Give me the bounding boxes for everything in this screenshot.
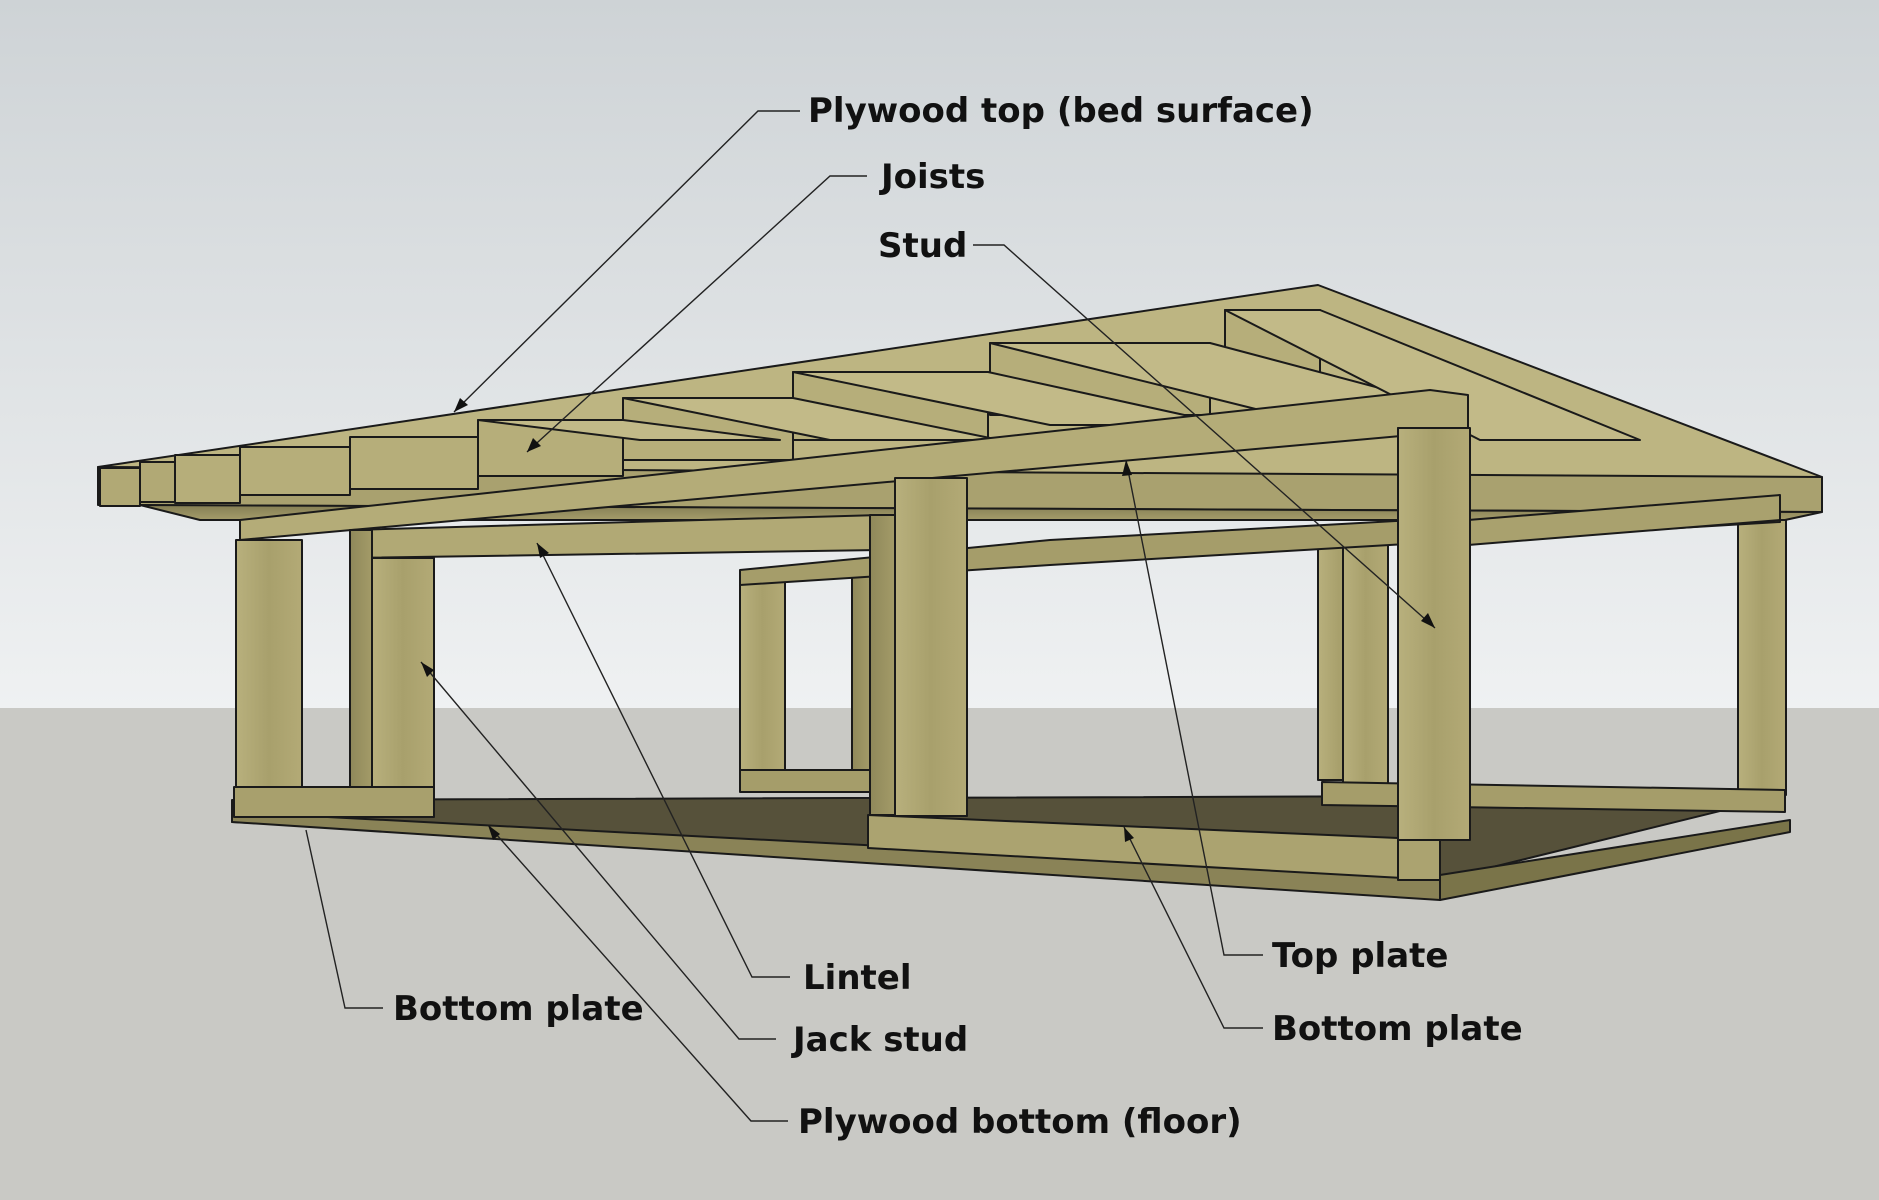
label-lintel: Lintel bbox=[803, 958, 912, 998]
label-bottom-plate-left: Bottom plate bbox=[393, 989, 644, 1029]
left-bottom-plate-seg bbox=[234, 787, 434, 817]
joist-3 bbox=[175, 455, 240, 503]
label-joists: Joists bbox=[881, 157, 985, 197]
label-jack-stud: Jack stud bbox=[793, 1020, 968, 1060]
jack-stud-left bbox=[372, 558, 434, 793]
left-stud-2 bbox=[350, 530, 372, 792]
label-bottom-plate-right: Bottom plate bbox=[1272, 1009, 1523, 1049]
right-back-post bbox=[1738, 520, 1786, 795]
right-stud-bottom bbox=[1398, 840, 1440, 880]
label-plywood-bottom: Plywood bottom (floor) bbox=[798, 1102, 1242, 1142]
right-stud-side bbox=[1398, 428, 1470, 840]
label-stud: Stud bbox=[878, 226, 967, 266]
label-plywood-top: Plywood top (bed surface) bbox=[808, 91, 1314, 131]
joist-4 bbox=[240, 447, 350, 495]
label-top-plate: Top plate bbox=[1272, 936, 1448, 976]
left-corner-stud bbox=[236, 540, 302, 792]
joist-1 bbox=[100, 468, 140, 506]
joist-2 bbox=[140, 462, 175, 502]
back-post-1 bbox=[740, 575, 785, 775]
back-bottom-plate bbox=[740, 770, 870, 792]
joist-5 bbox=[350, 437, 478, 489]
middle-jack-stud bbox=[870, 515, 895, 815]
back-post-2 bbox=[852, 565, 870, 775]
middle-stud bbox=[895, 478, 967, 816]
